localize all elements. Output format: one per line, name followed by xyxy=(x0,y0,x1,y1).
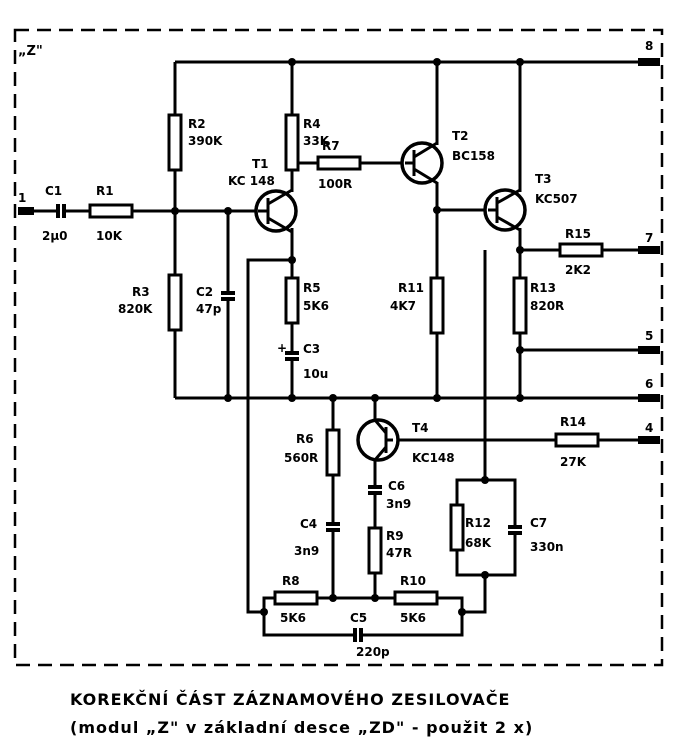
components-c6-value-label: 3n9 xyxy=(386,497,411,511)
transistor-t4 xyxy=(356,418,400,462)
components-r13-value-label: 820R xyxy=(530,299,564,313)
components-r9-name-label: R9 xyxy=(386,529,404,543)
components-r12-name-label: R12 xyxy=(465,516,491,530)
resistor-r1 xyxy=(88,203,134,219)
capacitor-c2 xyxy=(220,291,236,301)
resistor-r2 xyxy=(167,113,183,172)
components-r8-value-label: 5K6 xyxy=(280,611,306,625)
terminal-1-label: 1 xyxy=(18,191,26,205)
components-r1-name-label: R1 xyxy=(96,184,114,198)
components-t2-value-label: BC158 xyxy=(452,149,495,163)
components-r10-value-label: 5K6 xyxy=(400,611,426,625)
components-c4-name-label: C4 xyxy=(300,517,317,531)
resistors xyxy=(88,113,604,606)
components-r3-value-label: 820K xyxy=(118,302,153,316)
terminal-8-label: 8 xyxy=(645,39,653,53)
components-r10-name-label: R10 xyxy=(400,574,426,588)
capacitors: + xyxy=(56,203,523,643)
components-r6-value-label: 560R xyxy=(284,451,318,465)
components-r14-name-label: R14 xyxy=(560,415,586,429)
capacitor-c5 xyxy=(353,627,363,643)
components-r15-name-label: R15 xyxy=(565,227,591,241)
components-c1-value-label: 2μ0 xyxy=(42,229,68,243)
components-r5-value-label: 5K6 xyxy=(303,299,329,313)
components-r15-value-label: 2K2 xyxy=(565,263,591,277)
resistor-r14 xyxy=(554,432,600,448)
component-labels: C1 2μ0 R1 10K R2 390K R3 820K C2 47p R4 … xyxy=(42,117,591,659)
components-r5-name-label: R5 xyxy=(303,281,321,295)
components-r12-value-label: 68K xyxy=(465,536,492,550)
junctions xyxy=(171,58,524,616)
caption-title: KOREKČNÍ ČÁST ZÁZNAMOVÉHO ZESILOVAČE xyxy=(70,690,510,709)
components-c4-value-label: 3n9 xyxy=(294,544,319,558)
components-r2-value-label: 390K xyxy=(188,134,223,148)
resistor-r4 xyxy=(284,113,300,172)
resistor-r9 xyxy=(367,526,383,575)
resistor-r6 xyxy=(325,428,341,477)
capacitor-c1 xyxy=(56,203,66,219)
resistor-r11 xyxy=(429,276,445,335)
components-t1-name-label: T1 xyxy=(252,157,269,171)
components-t4-name-label: T4 xyxy=(412,421,429,435)
components-r14-value-label: 27K xyxy=(560,455,587,469)
components-c7-value-label: 330n xyxy=(530,540,564,554)
components-r6-name-label: R6 xyxy=(296,432,314,446)
capacitor-c3: + xyxy=(277,341,300,361)
resistor-r13 xyxy=(512,276,528,335)
capacitor-c4 xyxy=(325,522,341,532)
resistor-r12 xyxy=(449,503,465,552)
transistor-t3 xyxy=(483,188,527,232)
transistor-t1 xyxy=(254,188,298,234)
components-t2-name-label: T2 xyxy=(452,129,469,143)
components-t3-value-label: KC507 xyxy=(535,192,578,206)
components-t4-value-label: KC148 xyxy=(412,451,455,465)
components-c3-value-label: 10u xyxy=(303,367,328,381)
components-r11-name-label: R11 xyxy=(398,281,424,295)
capacitor-c6 xyxy=(367,485,383,495)
module-label: „Z" xyxy=(18,44,43,59)
components-t3-name-label: T3 xyxy=(535,172,552,186)
components-r7-value-label: 100R xyxy=(318,177,352,191)
resistor-r5 xyxy=(284,276,300,325)
components-r13-name-label: R13 xyxy=(530,281,556,295)
resistor-r3 xyxy=(167,273,183,332)
resistor-r8 xyxy=(273,590,319,606)
components-c7-name-label: C7 xyxy=(530,516,547,530)
components-r8-name-label: R8 xyxy=(282,574,300,588)
resistor-r10 xyxy=(393,590,439,606)
components-t1-value-label: KC 148 xyxy=(228,174,275,188)
module-border xyxy=(13,28,664,667)
components-r3-name-label: R3 xyxy=(132,285,150,299)
transistors xyxy=(254,141,527,462)
terminal-4-label: 4 xyxy=(645,421,653,435)
terminal-7-label: 7 xyxy=(645,231,653,245)
components-c2-name-label: C2 xyxy=(196,285,213,299)
components-c2-value-label: 47p xyxy=(196,302,222,316)
terminal-6-label: 6 xyxy=(645,377,653,391)
components-c3-name-label: C3 xyxy=(303,342,320,356)
svg-text:+: + xyxy=(277,341,287,355)
capacitor-c7 xyxy=(507,525,523,535)
components-r11-value-label: 4K7 xyxy=(390,299,416,313)
components-r1-value-label: 10K xyxy=(96,229,123,243)
components-r2-name-label: R2 xyxy=(188,117,206,131)
transistor-t2 xyxy=(400,141,444,185)
resistor-r15 xyxy=(558,242,604,258)
components-c6-name-label: C6 xyxy=(388,479,405,493)
terminal-5-label: 5 xyxy=(645,329,653,343)
components-c5-name-label: C5 xyxy=(350,611,367,625)
components-r7-name-label: R7 xyxy=(322,139,340,153)
components-c1-name-label: C1 xyxy=(45,184,62,198)
components-r4-value-label: 33K xyxy=(303,134,330,148)
caption-subtitle: (modul „Z" v základní desce „ZD" - použi… xyxy=(70,718,533,737)
components-r9-value-label: 47R xyxy=(386,546,412,560)
terminals: 1 8 7 5 6 4 xyxy=(18,39,660,444)
components-r4-name-label: R4 xyxy=(303,117,321,131)
components-c5-value-label: 220p xyxy=(356,645,390,659)
resistor-r7 xyxy=(316,155,362,171)
